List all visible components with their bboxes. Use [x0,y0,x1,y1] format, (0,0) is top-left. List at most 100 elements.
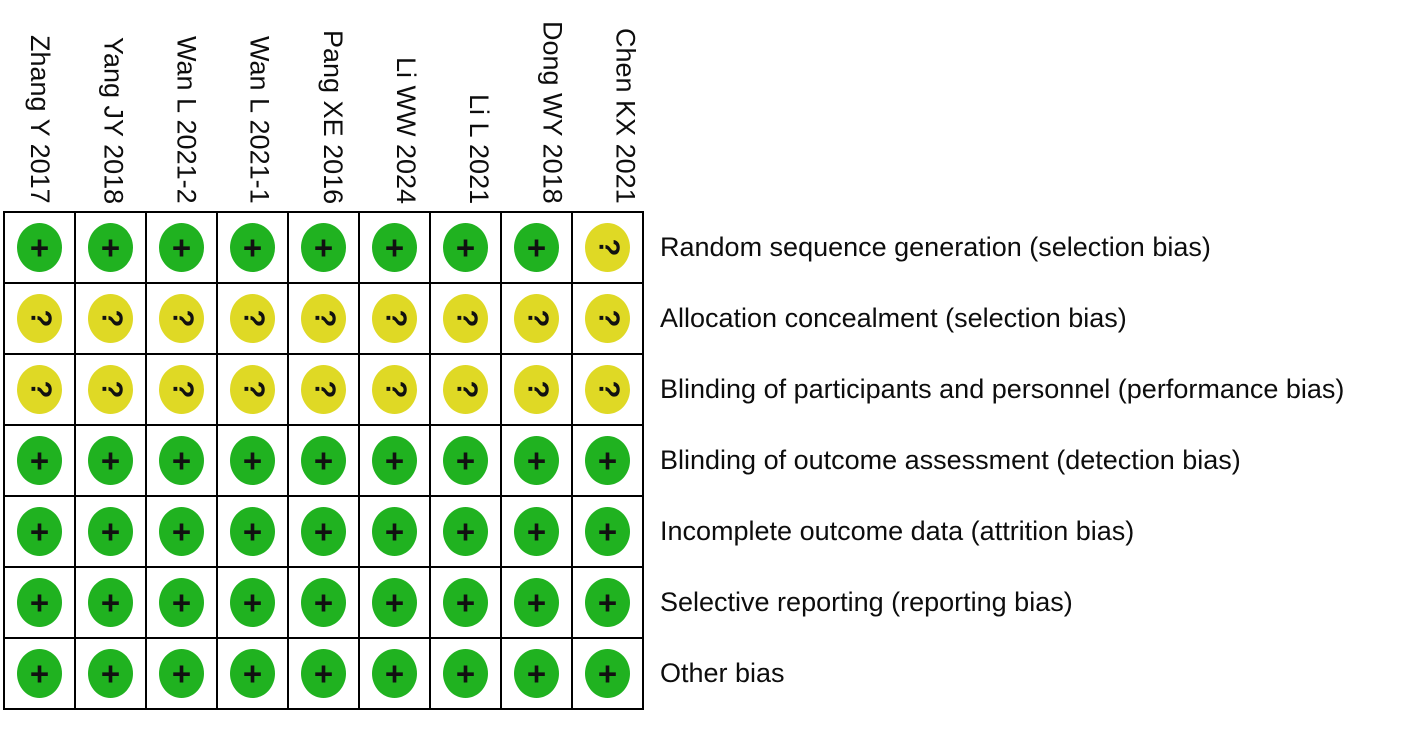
question-mark-symbol: ? [592,309,624,328]
low-risk-circle: + [514,507,559,556]
unclear-risk-circle: ? [585,294,630,343]
judgement-cell-content: + [5,426,74,495]
question-mark-symbol: ? [95,309,127,328]
unclear-risk-circle: ? [372,365,417,414]
judgement-cell: ? [358,282,431,355]
plus-symbol: + [597,513,618,550]
judgement-cell: + [145,495,218,568]
judgement-cell: + [500,495,573,568]
question-mark-symbol: ? [24,309,56,328]
plus-symbol: + [100,442,121,479]
judgement-cell: + [287,495,360,568]
risk-of-bias-grid: ++++++++?Random sequence generation (sel… [3,211,1346,710]
low-risk-circle: + [230,223,275,272]
study-header: Pang XE 2016 [296,0,369,211]
low-risk-circle: + [159,436,204,485]
judgement-cell-content: ? [360,355,429,424]
plus-symbol: + [526,584,547,621]
judgement-cell: + [287,637,360,710]
judgement-cell-content: ? [289,284,358,353]
judgement-cell-content: + [573,497,642,566]
low-risk-circle: + [585,649,630,698]
unclear-risk-circle: ? [159,294,204,343]
plus-symbol: + [242,584,263,621]
plus-symbol: + [242,442,263,479]
judgement-cell-content: ? [147,355,216,424]
judgement-cell-content: ? [573,213,642,282]
low-risk-circle: + [301,436,346,485]
judgement-cell-content: + [218,639,287,708]
low-risk-circle: + [514,578,559,627]
domain-row: ????????? Allocation concealment (selecti… [3,282,1345,355]
judgement-cell: + [74,211,147,284]
judgement-cell-content: ? [218,284,287,353]
judgement-cell-content: + [360,497,429,566]
study-header: Chen KX 2021 [589,0,662,211]
judgement-cell-content: + [5,213,74,282]
study-label: Wan L 2021-2 [171,36,202,204]
unclear-risk-circle: ? [372,294,417,343]
plus-symbol: + [597,442,618,479]
judgement-cell-content: + [76,568,145,637]
low-risk-circle: + [443,436,488,485]
judgement-cell: + [429,637,502,710]
low-risk-circle: + [514,649,559,698]
judgement-cell-content: + [218,568,287,637]
plus-symbol: + [171,442,192,479]
judgement-cell-content: + [502,497,571,566]
judgement-cell: + [500,424,573,497]
judgement-cell: + [216,424,289,497]
judgement-cell-content: ? [502,284,571,353]
domain-label: Allocation concealment (selection bias) [660,303,1127,333]
judgement-cell-content: + [76,426,145,495]
judgement-cell: + [145,211,218,284]
low-risk-circle: + [301,578,346,627]
low-risk-circle: + [443,223,488,272]
judgement-cell: + [358,424,431,497]
low-risk-circle: + [17,223,62,272]
question-mark-symbol: ? [592,238,624,257]
judgement-cell-content: + [289,639,358,708]
judgement-cell-content: + [573,639,642,708]
plus-symbol: + [526,229,547,266]
low-risk-circle: + [230,436,275,485]
study-label: Pang XE 2016 [317,29,348,204]
judgement-cell: ? [571,282,644,355]
judgement-cell: + [216,637,289,710]
judgement-cell: + [3,424,76,497]
judgement-cell-content: + [5,639,74,708]
unclear-risk-circle: ? [443,294,488,343]
plus-symbol: + [242,655,263,692]
plus-symbol: + [455,229,476,266]
low-risk-circle: + [514,436,559,485]
plus-symbol: + [242,229,263,266]
study-label: Chen KX 2021 [610,28,641,204]
judgement-cell-content: + [360,426,429,495]
question-mark-symbol: ? [450,309,482,328]
unclear-risk-circle: ? [230,365,275,414]
judgement-cell: ? [145,282,218,355]
plus-symbol: + [29,229,50,266]
judgement-cell: + [500,211,573,284]
plus-symbol: + [526,655,547,692]
judgement-cell-content: ? [76,355,145,424]
judgement-cell-content: ? [76,284,145,353]
low-risk-circle: + [372,649,417,698]
judgement-cell: ? [74,353,147,426]
low-risk-circle: + [88,507,133,556]
plus-symbol: + [313,584,334,621]
judgement-cell: + [74,566,147,639]
judgement-cell: + [429,211,502,284]
question-mark-symbol: ? [521,380,553,399]
judgement-cell: + [500,566,573,639]
domain-label: Blinding of participants and personnel (… [660,374,1345,404]
judgement-cell-content: ? [5,284,74,353]
low-risk-circle: + [17,507,62,556]
plus-symbol: + [100,513,121,550]
judgement-cell-content: ? [5,355,74,424]
judgement-cell: + [358,566,431,639]
plus-symbol: + [384,442,405,479]
judgement-cell-content: + [431,213,500,282]
